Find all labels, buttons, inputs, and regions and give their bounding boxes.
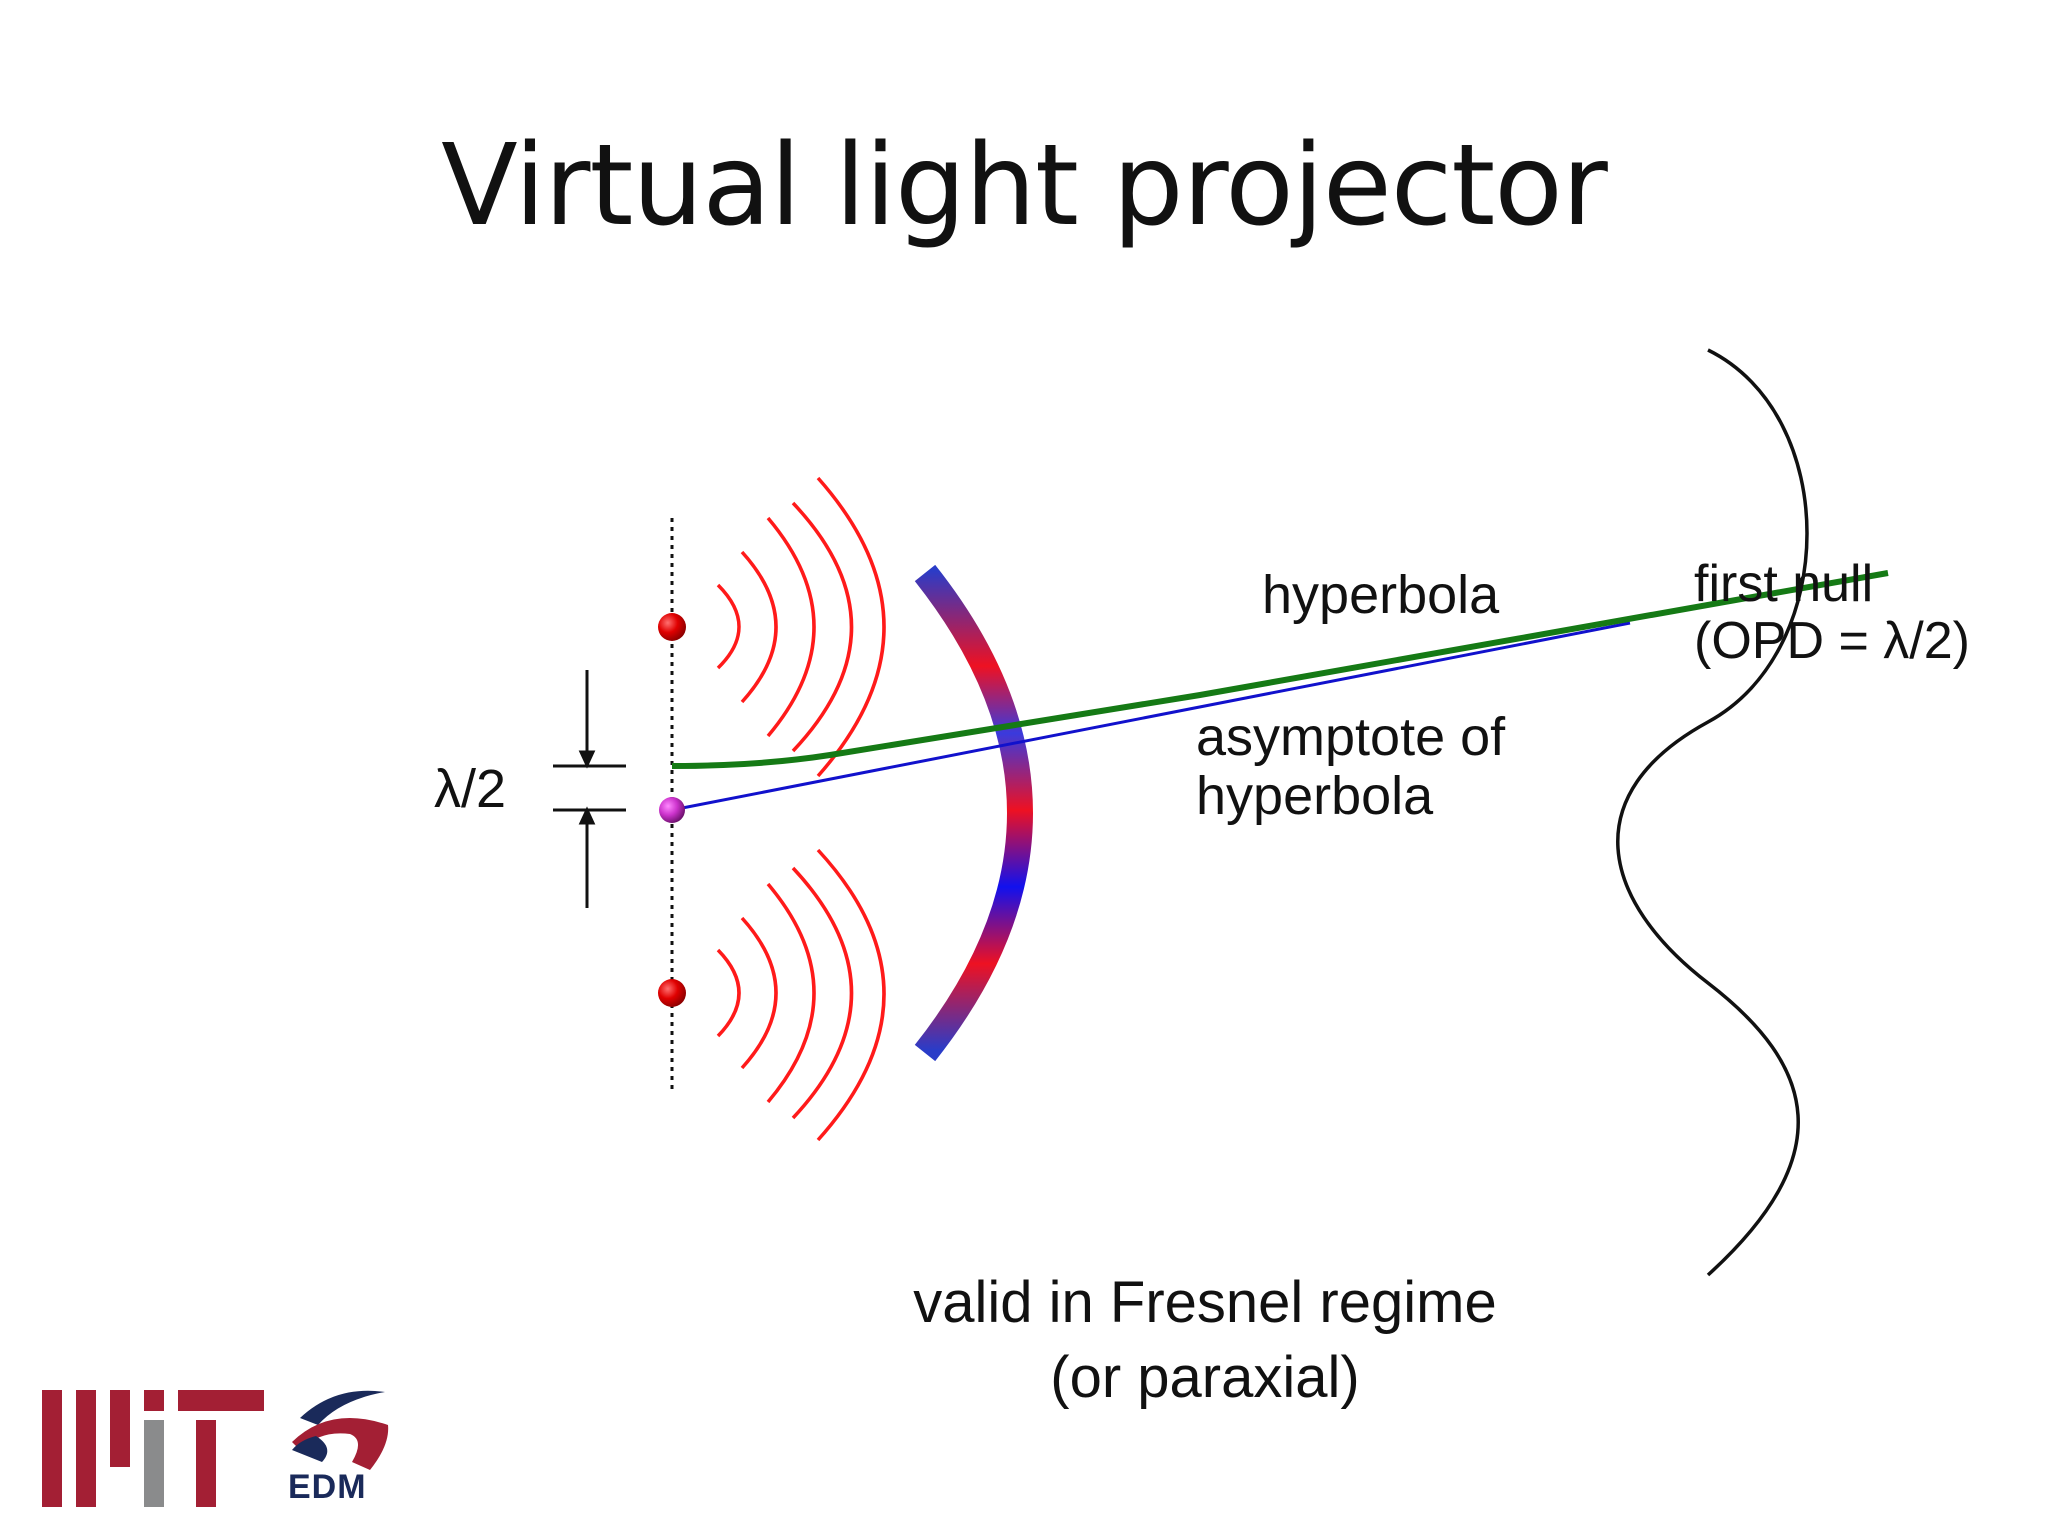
lower-wave-4 <box>791 866 854 1120</box>
edm-logo-icon <box>292 1390 389 1470</box>
upper-wave-4 <box>791 501 854 753</box>
caption-line1: valid in Fresnel regime <box>913 1270 1497 1335</box>
lower-source-dot <box>658 979 686 1007</box>
asymptote-label-line2: hyperbola <box>1196 766 1434 827</box>
asymptote-label-line1: asymptote of <box>1196 707 1506 767</box>
first-null-label-line1: first null <box>1694 555 1874 613</box>
upper-source-dot <box>658 613 686 641</box>
asymptote-label: asymptote of hyperbola <box>1196 707 1506 827</box>
hyperbola-label: hyperbola <box>1262 565 1500 625</box>
first-null-label-line2: (OPD = λ/2) <box>1694 612 1970 671</box>
lambda-half-label: λ/2 <box>434 759 507 819</box>
fresnel-caption: valid in Fresnel regime (or paraxial) <box>780 1265 1630 1416</box>
upper-wave-2 <box>740 550 778 704</box>
lower-wavefronts <box>716 848 886 1142</box>
lambda-dimension-marker <box>553 670 626 908</box>
edm-logo-text: EDM <box>288 1468 367 1506</box>
lower-wave-2 <box>740 916 778 1070</box>
lower-wave-3 <box>766 882 816 1104</box>
upper-wave-3 <box>766 516 816 738</box>
curved-mirror <box>914 564 1033 1062</box>
first-null-wavy-line <box>1616 348 1809 1277</box>
virtual-source-dot <box>659 797 685 823</box>
lower-wave-1 <box>716 948 741 1038</box>
upper-wave-1 <box>716 583 741 670</box>
hyperbola-curve <box>671 570 1889 769</box>
asymptote-line <box>671 621 1631 812</box>
upper-wavefronts <box>716 476 886 778</box>
upper-wave-5 <box>816 476 886 778</box>
caption-line2: (or paraxial) <box>1050 1345 1360 1411</box>
lower-wave-5 <box>816 848 886 1142</box>
first-null-label: first null (OPD = λ/2) <box>1694 555 1970 671</box>
slide-title: Virtual light projector <box>441 121 1608 251</box>
mit-logo-icon <box>42 1390 264 1507</box>
